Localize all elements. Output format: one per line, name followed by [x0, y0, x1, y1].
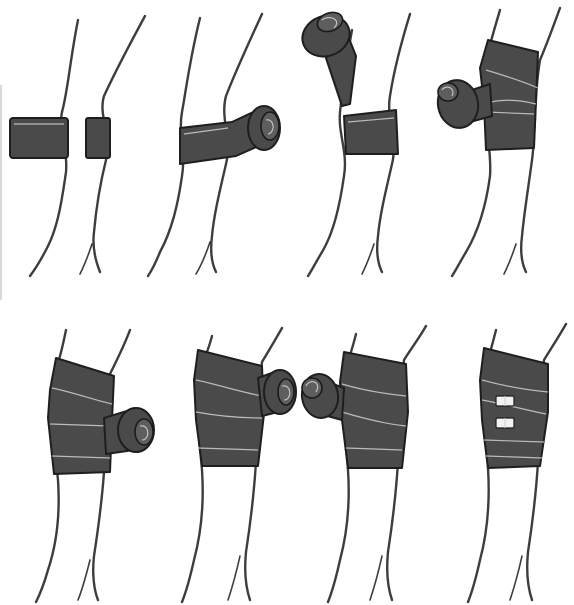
- bandage-wrap: [480, 348, 548, 468]
- bandage-roll-end: [261, 112, 279, 140]
- step-4-figure: [434, 8, 560, 276]
- step-5-figure: [36, 330, 154, 602]
- bandage-roll-end: [438, 83, 458, 101]
- bandage-roll-end: [135, 419, 153, 445]
- foot-tendon-line: [78, 560, 90, 600]
- step-3-figure: [297, 9, 410, 276]
- step-2-figure: [148, 14, 280, 276]
- step-6-figure: [182, 328, 296, 602]
- bandage-roll-end: [302, 378, 322, 398]
- foot-tendon-line: [370, 556, 382, 600]
- bandage-wrap: [340, 352, 408, 468]
- foot-tendon-line: [510, 556, 522, 600]
- foot-tendon-line: [228, 556, 240, 600]
- foot-tendon-line: [196, 242, 210, 274]
- bandage-band: [344, 110, 398, 154]
- bandage-band-back: [86, 118, 110, 158]
- foot-tendon-line: [504, 244, 516, 274]
- foot-tendon-line: [80, 244, 92, 274]
- step-1-figure: [10, 16, 145, 276]
- foot-tendon-line: [362, 244, 374, 274]
- bandage-roll-end: [278, 379, 294, 405]
- step-8-figure: [468, 324, 566, 602]
- step-7-figure: [299, 326, 426, 602]
